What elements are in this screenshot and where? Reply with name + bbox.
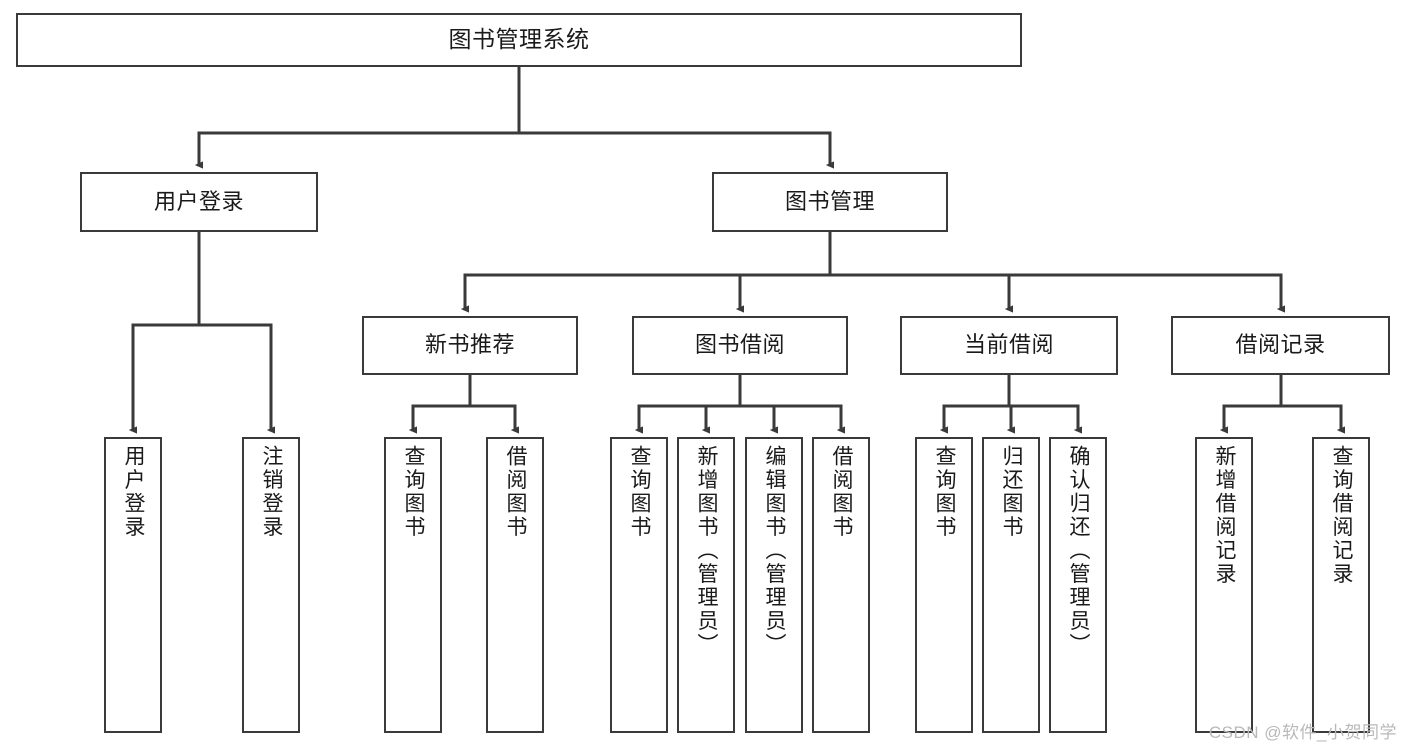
node-label: 新书推荐 bbox=[424, 332, 515, 358]
node-label: 借阅图书 bbox=[830, 445, 854, 539]
leaf-current-confirm-return-admin[interactable]: 确认归还（管理员） bbox=[1049, 437, 1107, 733]
leaf-new-book-borrow[interactable]: 借阅图书 bbox=[486, 437, 544, 733]
node-new-book-recommend[interactable]: 新书推荐 bbox=[362, 316, 578, 375]
leaf-borrow-query-book[interactable]: 查询图书 bbox=[610, 437, 668, 733]
leaf-current-return-book[interactable]: 归还图书 bbox=[982, 437, 1040, 733]
leaf-record-query-record[interactable]: 查询借阅记录 bbox=[1312, 437, 1370, 733]
node-borrow-record[interactable]: 借阅记录 bbox=[1171, 316, 1390, 375]
node-current-borrow[interactable]: 当前借阅 bbox=[900, 316, 1118, 375]
node-label: 编辑图书（管理员） bbox=[763, 445, 787, 657]
node-book-management[interactable]: 图书管理 bbox=[712, 172, 948, 232]
node-label: 当前借阅 bbox=[963, 332, 1054, 358]
leaf-borrow-edit-book-admin[interactable]: 编辑图书（管理员） bbox=[745, 437, 803, 733]
leaf-current-query-book[interactable]: 查询图书 bbox=[915, 437, 973, 733]
node-label: 图书借阅 bbox=[694, 332, 785, 358]
leaf-record-add-record[interactable]: 新增借阅记录 bbox=[1195, 437, 1253, 733]
node-label: 查询借阅记录 bbox=[1330, 445, 1354, 586]
node-label: 新增借阅记录 bbox=[1213, 445, 1237, 586]
node-label: 注销登录 bbox=[260, 445, 284, 539]
leaf-borrow-borrow-book[interactable]: 借阅图书 bbox=[812, 437, 870, 733]
node-user-login[interactable]: 用户登录 bbox=[80, 172, 318, 232]
node-label: 借阅记录 bbox=[1235, 332, 1326, 358]
leaf-user-login-logout[interactable]: 注销登录 bbox=[242, 437, 300, 733]
node-label: 查询图书 bbox=[933, 445, 957, 539]
node-label: 借阅图书 bbox=[504, 445, 528, 539]
node-label: 新增图书（管理员） bbox=[695, 445, 719, 657]
leaf-user-login-login[interactable]: 用户登录 bbox=[104, 437, 162, 733]
node-label: 归还图书 bbox=[1000, 445, 1024, 539]
node-label: 用户登录 bbox=[153, 188, 244, 214]
node-label: 图书管理 bbox=[784, 188, 875, 214]
node-label: 查询图书 bbox=[628, 445, 652, 539]
node-label: 用户登录 bbox=[122, 445, 146, 539]
leaf-borrow-add-book-admin[interactable]: 新增图书（管理员） bbox=[677, 437, 735, 733]
leaf-new-book-query[interactable]: 查询图书 bbox=[384, 437, 442, 733]
node-root-system[interactable]: 图书管理系统 bbox=[16, 13, 1022, 67]
csdn-watermark: CSDN @软件_小贺同学 bbox=[1208, 723, 1397, 742]
node-label: 查询图书 bbox=[402, 445, 426, 539]
node-label: 确认归还（管理员） bbox=[1067, 445, 1091, 657]
node-label: 图书管理系统 bbox=[448, 26, 590, 53]
node-book-borrow[interactable]: 图书借阅 bbox=[632, 316, 848, 375]
